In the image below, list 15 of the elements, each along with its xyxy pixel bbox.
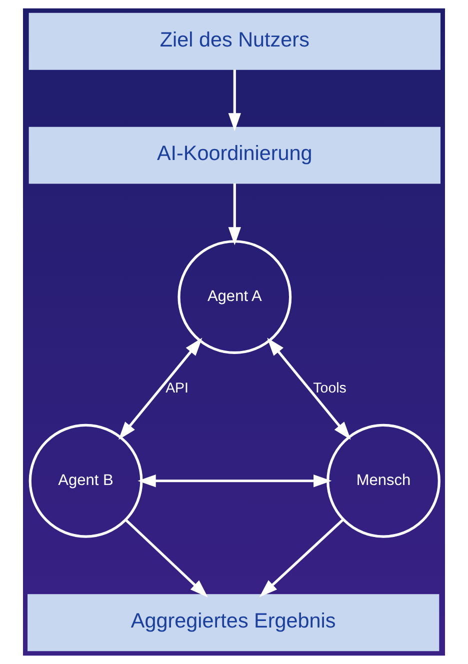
arrow xyxy=(118,338,202,440)
node-box: Aggregiertes Ergebnis xyxy=(28,594,440,652)
arrow xyxy=(259,518,344,598)
arrow xyxy=(267,338,351,440)
node-box: Ziel des Nutzers xyxy=(28,12,440,70)
node-circle: Mensch xyxy=(326,424,440,538)
node-box: AI-Koordinierung xyxy=(28,126,440,184)
arrow xyxy=(228,183,241,246)
arrow xyxy=(124,518,208,598)
arrow xyxy=(138,474,332,488)
node-circle: Agent B xyxy=(28,424,143,538)
edge-label: Tools xyxy=(313,380,346,397)
edge-label: API xyxy=(166,380,189,397)
arrow xyxy=(228,70,241,132)
node-circle: Agent A xyxy=(178,240,292,354)
